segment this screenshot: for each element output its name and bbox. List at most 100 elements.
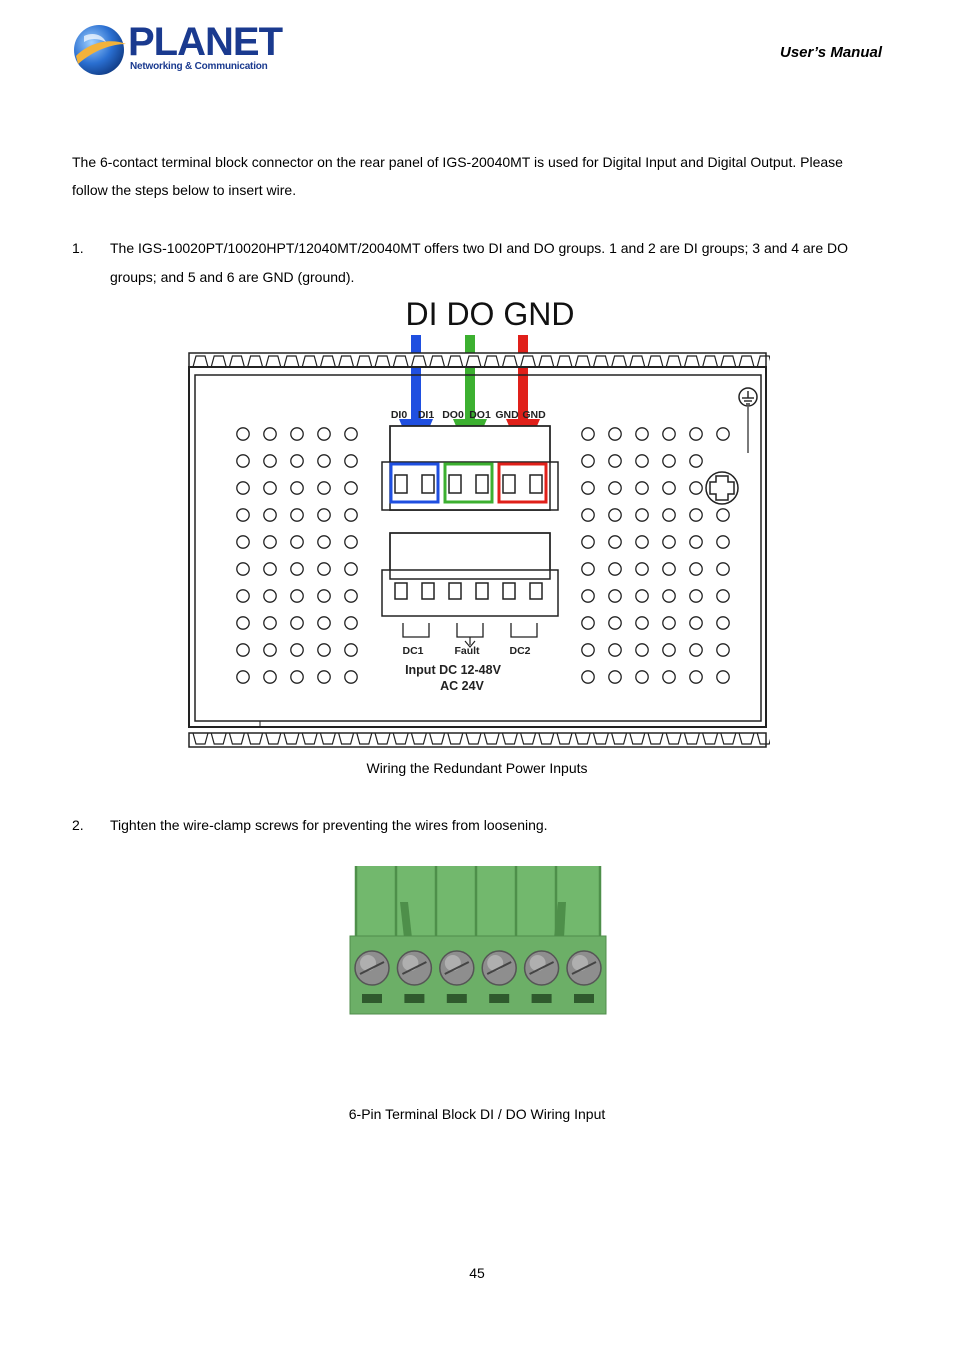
- intro-line-2: follow the steps below to insert wire.: [72, 182, 297, 198]
- vent-hole: [263, 670, 277, 684]
- globe-icon: [74, 25, 126, 75]
- power-pin: [475, 582, 489, 600]
- vent-hole: [344, 427, 358, 441]
- rail-tooth: [374, 732, 391, 745]
- wire-clamp-screw: [523, 950, 560, 986]
- wire-slot: [574, 994, 594, 1003]
- vent-hole: [608, 427, 622, 441]
- vent-hole: [635, 670, 649, 684]
- vent-hole: [263, 643, 277, 657]
- vent-hole: [236, 508, 250, 522]
- vent-hole: [236, 643, 250, 657]
- vent-hole: [689, 481, 703, 495]
- rail-tooth: [592, 732, 609, 745]
- pin-label: DO0: [442, 409, 464, 421]
- rail-tooth: [228, 732, 245, 745]
- vent-hole: [290, 481, 304, 495]
- wire-clamp-screw: [566, 950, 602, 986]
- rail-tooth: [611, 355, 628, 368]
- wire-clamp-screw: [354, 950, 390, 986]
- wire-slot: [489, 994, 510, 1003]
- vent-hole: [716, 562, 730, 576]
- vent-hole: [716, 643, 730, 657]
- rail-tooth: [756, 355, 770, 368]
- chassis-outline: [188, 366, 767, 728]
- pin-label: GND: [522, 409, 546, 421]
- vent-hole: [317, 508, 331, 522]
- dido-pin: [421, 474, 435, 494]
- pin-label: DO1: [469, 409, 491, 421]
- figure-2-caption: 6-Pin Terminal Block DI / DO Wiring Inpu…: [348, 1106, 606, 1122]
- vent-hole: [344, 481, 358, 495]
- vent-hole: [662, 562, 676, 576]
- vent-hole: [236, 427, 250, 441]
- vent-hole: [236, 454, 250, 468]
- rail-tooth: [301, 355, 318, 368]
- ground-icon: [738, 387, 758, 453]
- pin-label: DI1: [418, 409, 435, 421]
- vent-hole: [635, 508, 649, 522]
- step-1-number: 1.: [72, 240, 84, 256]
- dido-pin: [529, 474, 543, 494]
- vent-hole: [608, 454, 622, 468]
- rail-tooth: [738, 732, 755, 745]
- vent-hole: [635, 427, 649, 441]
- chassis-inner: [194, 374, 762, 722]
- rail-tooth: [283, 355, 300, 368]
- rail-tooth: [447, 355, 464, 368]
- figure-1-caption: Wiring the Redundant Power Inputs: [366, 760, 588, 776]
- vent-hole: [662, 454, 676, 468]
- vent-hole: [344, 508, 358, 522]
- rail-tooth: [392, 732, 409, 745]
- vent-holes-right: [581, 427, 730, 684]
- rail-tooth: [702, 732, 719, 745]
- vent-hole: [635, 616, 649, 630]
- vent-hole: [581, 535, 595, 549]
- rail-tooth: [556, 355, 573, 368]
- input-voltage-line-2: AC 24V: [440, 679, 484, 693]
- wire-slot: [362, 994, 382, 1003]
- rail-tooth: [265, 355, 282, 368]
- rail-tooth: [228, 355, 245, 368]
- rail-tooth: [665, 732, 682, 745]
- vent-hole: [344, 535, 358, 549]
- vent-hole: [344, 589, 358, 603]
- vent-hole: [344, 643, 358, 657]
- vent-hole: [689, 670, 703, 684]
- vent-hole: [581, 508, 595, 522]
- vent-hole: [689, 643, 703, 657]
- rail-tooth: [483, 355, 500, 368]
- vent-hole: [662, 643, 676, 657]
- rail-tooth: [374, 355, 391, 368]
- vent-hole: [716, 508, 730, 522]
- wire-slot: [446, 994, 467, 1003]
- wire-clamp-screw: [439, 950, 475, 986]
- wire-clamp-screw: [396, 950, 433, 986]
- rail-tooth: [629, 732, 646, 745]
- rail-tooth: [702, 355, 719, 368]
- vent-hole: [608, 562, 622, 576]
- dido-pin: [475, 474, 489, 494]
- vent-hole: [662, 616, 676, 630]
- vent-hole: [344, 670, 358, 684]
- rail-tooth: [210, 355, 227, 368]
- rail-tooth: [465, 732, 482, 745]
- latch: [400, 902, 412, 938]
- planet-logo: [72, 20, 272, 78]
- rail-tooth: [301, 732, 318, 745]
- vent-hole: [662, 481, 676, 495]
- rail-tooth: [265, 732, 282, 745]
- rail-tooth: [247, 732, 264, 745]
- rail-tooth: [465, 355, 482, 368]
- rail-tooth: [574, 732, 591, 745]
- vent-hole: [263, 589, 277, 603]
- rail-tooth: [356, 355, 373, 368]
- rail-tooth: [410, 355, 427, 368]
- rail-tooth: [629, 355, 646, 368]
- di-group-box: [389, 462, 440, 504]
- rail-tooth: [410, 732, 427, 745]
- rail-tooth: [720, 732, 737, 745]
- vent-hole: [689, 562, 703, 576]
- vent-hole: [263, 616, 277, 630]
- vent-hole: [716, 589, 730, 603]
